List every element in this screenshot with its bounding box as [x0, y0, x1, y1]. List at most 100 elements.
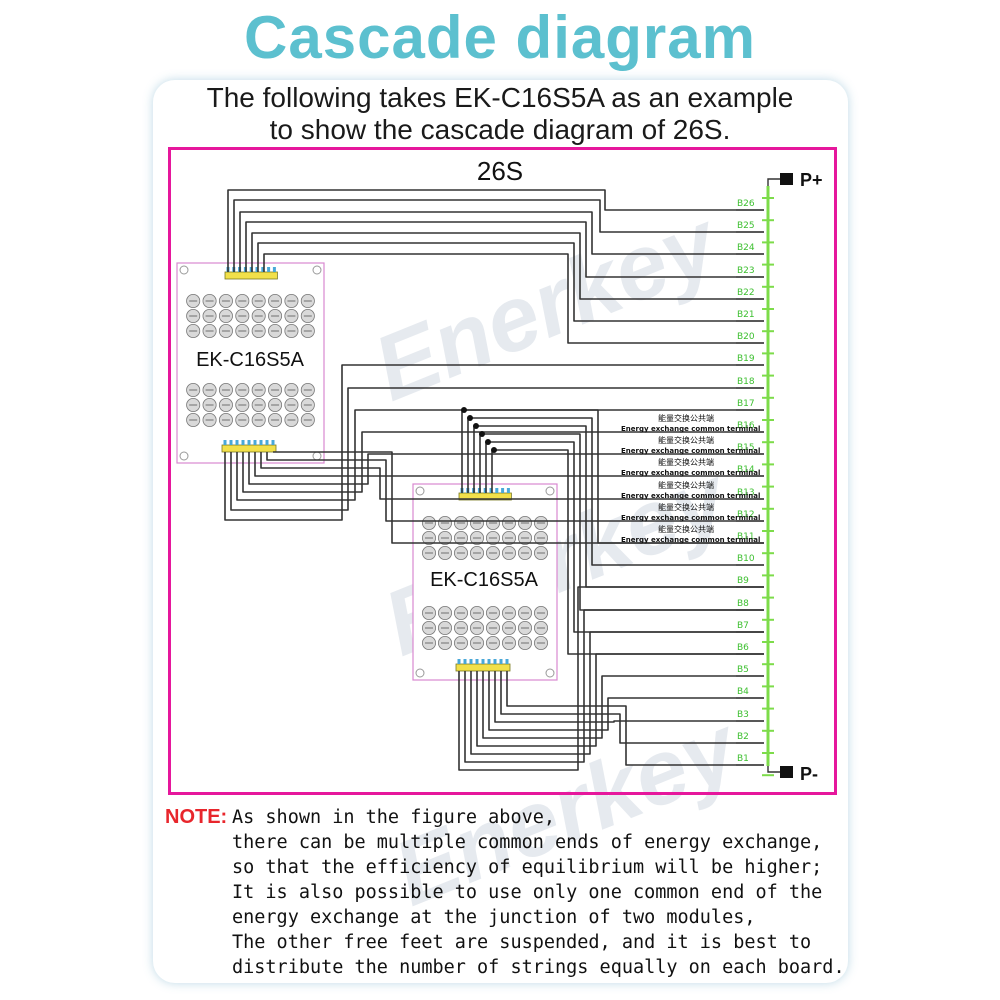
wire [245, 221, 764, 278]
pin-contact [499, 659, 503, 664]
pin-contact [495, 488, 499, 493]
wire [494, 671, 764, 723]
wire [458, 586, 764, 771]
wire [224, 364, 764, 521]
b-label: B8 [737, 599, 749, 609]
b-label: B23 [737, 266, 755, 276]
b-label: B1 [737, 754, 749, 764]
junction-dot [485, 439, 491, 445]
pin-contact [267, 267, 271, 272]
pin-contact [487, 659, 491, 664]
wire [230, 387, 764, 511]
common-terminal-en: Energy exchange common terminal [621, 425, 760, 433]
wire [266, 452, 764, 522]
p-minus-wire [767, 766, 780, 773]
note-line: energy exchange at the junction of two m… [232, 907, 756, 928]
b-label: B5 [737, 665, 749, 675]
module-board [412, 483, 558, 681]
p-minus-label: P- [800, 764, 818, 784]
pin-contact [229, 440, 233, 445]
b-label: B22 [737, 288, 755, 298]
p-plus-label: P+ [800, 170, 823, 190]
note-label: NOTE: [165, 806, 228, 828]
p-plus-wire [767, 178, 780, 186]
module-outline [176, 262, 325, 464]
wire [239, 211, 764, 272]
b-label: B14 [737, 465, 755, 475]
b-label: B13 [737, 488, 755, 498]
b-label: B15 [737, 443, 755, 453]
wire [464, 609, 764, 763]
common-terminal-cn: 能量交换公共端 [658, 413, 714, 423]
p-plus-terminal [780, 173, 793, 185]
pin-contact [255, 267, 259, 272]
mount-hole [545, 486, 555, 496]
pin-contact [271, 440, 275, 445]
pin-header [455, 663, 511, 672]
b-label: B16 [737, 421, 755, 431]
note-line: The other free feet are suspended, and i… [232, 932, 812, 953]
mount-hole [415, 668, 425, 678]
pin-contact [463, 659, 467, 664]
note-line: distribute the number of strings equally… [232, 957, 845, 978]
b-label: B7 [737, 621, 749, 631]
wire [273, 451, 764, 544]
b-label: B9 [737, 576, 749, 586]
wire [257, 242, 764, 322]
b-label: B26 [737, 199, 755, 209]
common-terminal-cn: 能量交换公共端 [658, 524, 714, 534]
pin-contact [489, 488, 493, 493]
mount-hole [312, 265, 322, 275]
wire [263, 253, 764, 344]
b-label: B10 [737, 554, 755, 564]
pin-contact [457, 659, 461, 664]
diagram-frame [168, 147, 837, 795]
mount-hole [415, 486, 425, 496]
pin-header [221, 444, 277, 453]
pin-contact [247, 440, 251, 445]
p-minus-terminal [780, 766, 793, 778]
note-line: It is also possible to use only one comm… [232, 882, 823, 903]
common-terminal-en: Energy exchange common terminal [621, 447, 760, 455]
common-terminal-en: Energy exchange common terminal [621, 514, 760, 522]
module-label: EK-C16S5A [196, 349, 304, 371]
wire [482, 671, 764, 739]
pin-contact [505, 659, 509, 664]
pin-contact [223, 440, 227, 445]
pin-contact [261, 267, 265, 272]
wire [254, 452, 764, 477]
common-terminal-cn: 能量交换公共端 [658, 502, 714, 512]
junction-dot [491, 447, 497, 453]
pin-contact [259, 440, 263, 445]
junction-dot [461, 407, 467, 413]
common-terminal-cn: 能量交换公共端 [658, 480, 714, 490]
pin-contact [235, 440, 239, 445]
common-terminal-en: Energy exchange common terminal [621, 492, 760, 500]
junction-dot [467, 415, 473, 421]
wire [500, 671, 764, 744]
note-line: there can be multiple common ends of ene… [232, 832, 823, 853]
module-label: EK-C16S5A [430, 569, 538, 591]
b-label: B3 [737, 710, 749, 720]
wire [233, 199, 764, 272]
pin-contact [493, 659, 497, 664]
wire [260, 452, 764, 500]
wire [248, 452, 764, 485]
pin-contact [265, 440, 269, 445]
pin-contact [253, 440, 257, 445]
b-label: B6 [737, 643, 749, 653]
b-label: B12 [737, 510, 755, 520]
wire [476, 653, 764, 747]
wire [251, 232, 764, 300]
junction-dot [473, 423, 479, 429]
pin-contact [272, 267, 276, 272]
wire [242, 431, 764, 493]
mount-hole [179, 265, 189, 275]
page-title: Cascade diagram [244, 4, 756, 71]
common-terminal-en: Energy exchange common terminal [621, 536, 760, 544]
subtitle-line-2: to show the cascade diagram of 26S. [269, 114, 731, 145]
wire [467, 417, 764, 566]
b-label: B19 [737, 354, 755, 364]
b-label: B21 [737, 310, 755, 320]
